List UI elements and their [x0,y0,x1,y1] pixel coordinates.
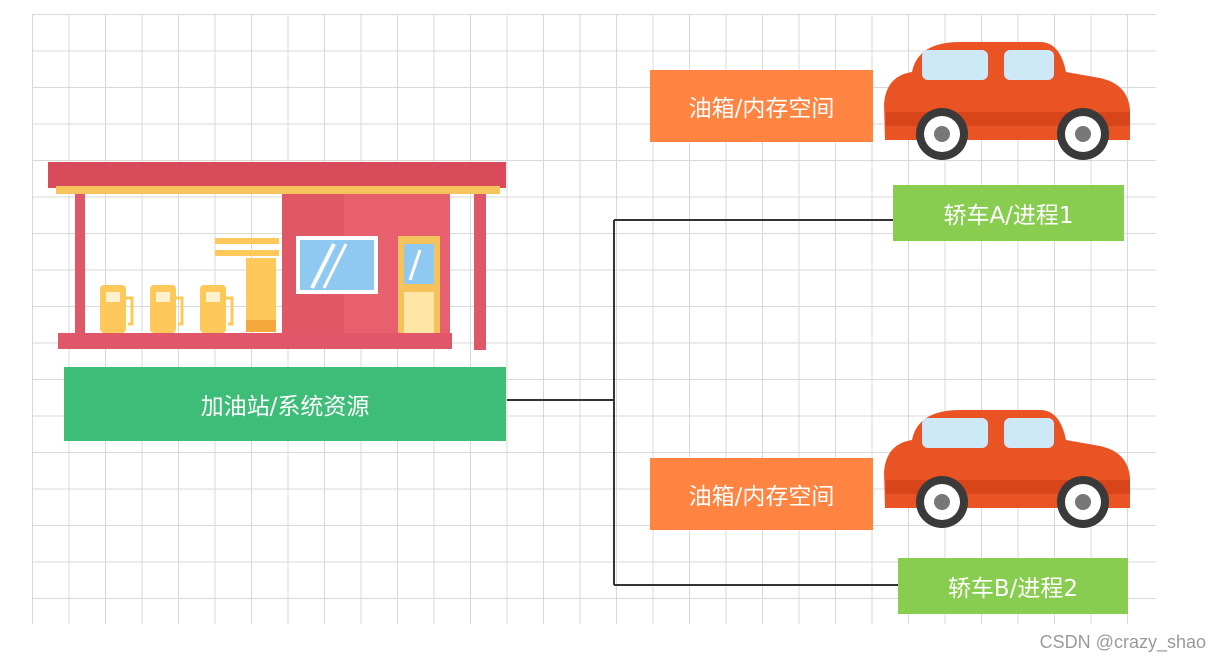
watermark: CSDN @crazy_shao [1039,632,1206,652]
car-a-body [884,42,1130,160]
station-right-pillar [474,194,486,350]
station-sign-column [246,258,276,330]
car-b-label: 轿车B/进程2 [898,558,1128,614]
station-roof-trim [56,186,500,194]
fuel-pump-3 [200,285,234,333]
station-roof [48,162,506,188]
fuel-tank-a-label: 油箱/内存空间 [650,70,873,142]
fuel-pump-2 [150,285,184,333]
car-b-body [884,410,1130,528]
gas-station-label: 加油站/系统资源 [64,367,506,441]
fuel-tank-b-label: 油箱/内存空间 [650,458,873,530]
fuel-pump-1 [100,285,134,333]
station-base [58,333,452,349]
station-left-pillar [75,194,85,344]
car-a-label: 轿车A/进程1 [893,185,1124,241]
